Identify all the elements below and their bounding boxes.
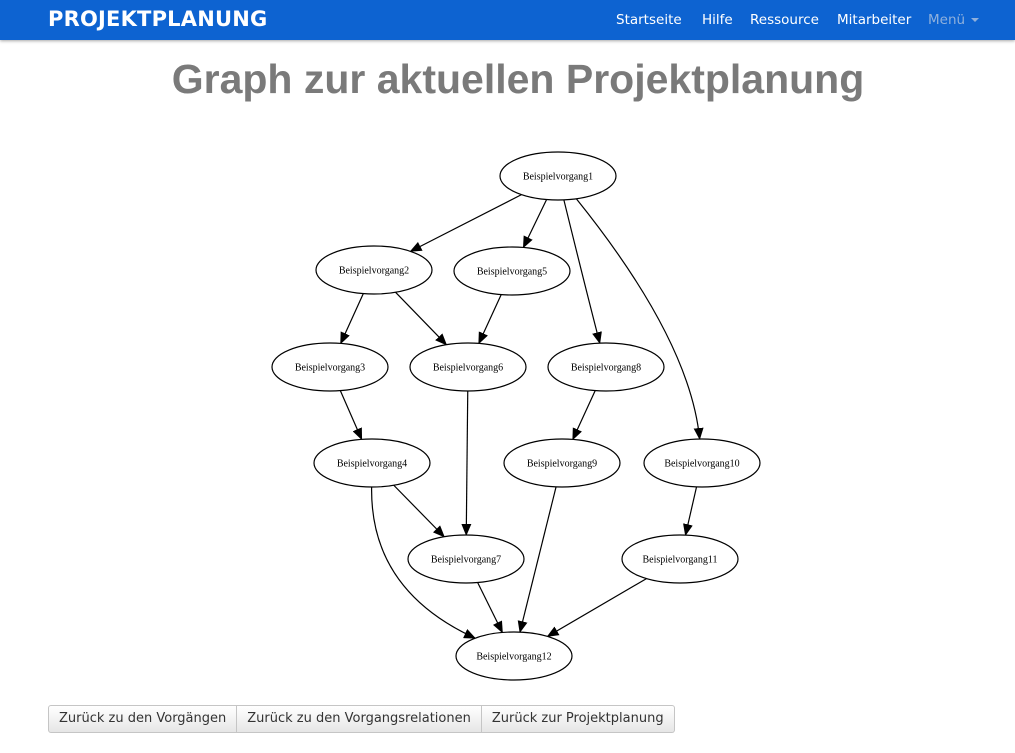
graph-edge-n2-n6 <box>395 291 448 346</box>
graph-edge-n3-n4 <box>339 390 363 441</box>
graph-edge-n6-n7 <box>461 390 472 536</box>
graph-node-n5: Beispielvorgang5 <box>453 246 571 296</box>
graph-node-label: Beispielvorgang3 <box>295 363 365 374</box>
graph-node-shape <box>409 342 527 392</box>
graph-node-label: Beispielvorgang12 <box>476 652 551 663</box>
graph-node-label: Beispielvorgang1 <box>523 172 593 183</box>
graph-edge-n1-n2 <box>409 194 522 252</box>
graph-node-shape <box>547 342 665 392</box>
graph-node-n10: Beispielvorgang10 <box>643 438 761 488</box>
graph-node-shape <box>621 534 739 584</box>
graph-node-n9: Beispielvorgang9 <box>503 438 621 488</box>
graph-edge-n5-n6 <box>478 294 502 345</box>
graph-node-shape <box>499 151 617 201</box>
graph-node-shape <box>315 245 433 295</box>
graph-node-shape <box>455 631 573 681</box>
graph-node-n11: Beispielvorgang11 <box>621 534 739 584</box>
graph-node-n7: Beispielvorgang7 <box>407 534 525 584</box>
graph-edge-n10-n11 <box>683 486 698 537</box>
graph-node-n4: Beispielvorgang4 <box>313 438 431 488</box>
graph-node-label: Beispielvorgang9 <box>527 459 597 470</box>
nav-mitarbeiter[interactable]: Mitarbeiter <box>837 12 912 28</box>
graph-edge-n1-n10 <box>575 198 704 441</box>
graph-node-shape <box>503 438 621 488</box>
graph-node-shape <box>313 438 431 488</box>
graph-node-n8: Beispielvorgang8 <box>547 342 665 392</box>
nav-menu-dropdown[interactable]: Menü <box>928 12 980 28</box>
graph-node-shape <box>453 246 571 296</box>
nav-ressource[interactable]: Ressource <box>750 12 819 28</box>
graph-node-label: Beispielvorgang7 <box>431 555 501 566</box>
page-title: Graph zur aktuellen Projektplanung <box>171 56 865 102</box>
graph-edge-n2-n3 <box>340 293 364 345</box>
graph-node-shape <box>643 438 761 488</box>
nav-hilfe[interactable]: Hilfe <box>702 12 733 28</box>
graph-node-label: Beispielvorgang2 <box>339 266 409 277</box>
graph-node-shape <box>271 342 389 392</box>
graph-node-n2: Beispielvorgang2 <box>315 245 433 295</box>
graph-node-label: Beispielvorgang6 <box>433 363 503 374</box>
graph-node-label: Beispielvorgang4 <box>337 459 407 470</box>
graph-edge-n11-n12 <box>546 578 647 637</box>
graph-node-label: Beispielvorgang8 <box>571 363 641 374</box>
graph-edge-n9-n12 <box>517 486 557 634</box>
graph-node-n12: Beispielvorgang12 <box>455 631 573 681</box>
graph-edge-n4-n7 <box>393 484 445 538</box>
graph-edge-n8-n9 <box>572 390 596 441</box>
graph-node-n1: Beispielvorgang1 <box>499 151 617 201</box>
graph-node-n6: Beispielvorgang6 <box>409 342 527 392</box>
nav-startseite[interactable]: Startseite <box>616 12 682 28</box>
graph-edge-n1-n8 <box>563 199 602 345</box>
back-to-projektplanung-button[interactable]: Zurück zur Projektplanung <box>481 705 675 733</box>
back-to-vorgangsrelationen-button[interactable]: Zurück zu den Vorgangsrelationen <box>237 705 482 733</box>
back-to-vorgaenge-button[interactable]: Zurück zu den Vorgängen <box>48 705 238 733</box>
graph-edge-n1-n5 <box>522 199 548 249</box>
caret-down-icon <box>971 18 980 22</box>
graph-node-label: Beispielvorgang5 <box>477 267 547 278</box>
graph-node-shape <box>407 534 525 584</box>
brand-logo-text[interactable]: PROJEKTPLANUNG <box>48 7 268 31</box>
nav-menu-label: Menü <box>928 12 966 28</box>
graph-edge-n4-n12 <box>371 486 477 639</box>
graph-node-label: Beispielvorgang10 <box>664 459 739 470</box>
graph-node-label: Beispielvorgang11 <box>643 555 718 566</box>
graph-edge-n7-n12 <box>477 582 503 634</box>
graph-node-n3: Beispielvorgang3 <box>271 342 389 392</box>
back-button-group: Zurück zu den Vorgängen Zurück zu den Vo… <box>48 705 675 733</box>
top-navbar: PROJEKTPLANUNG Startseite Hilfe Ressourc… <box>0 0 1015 40</box>
